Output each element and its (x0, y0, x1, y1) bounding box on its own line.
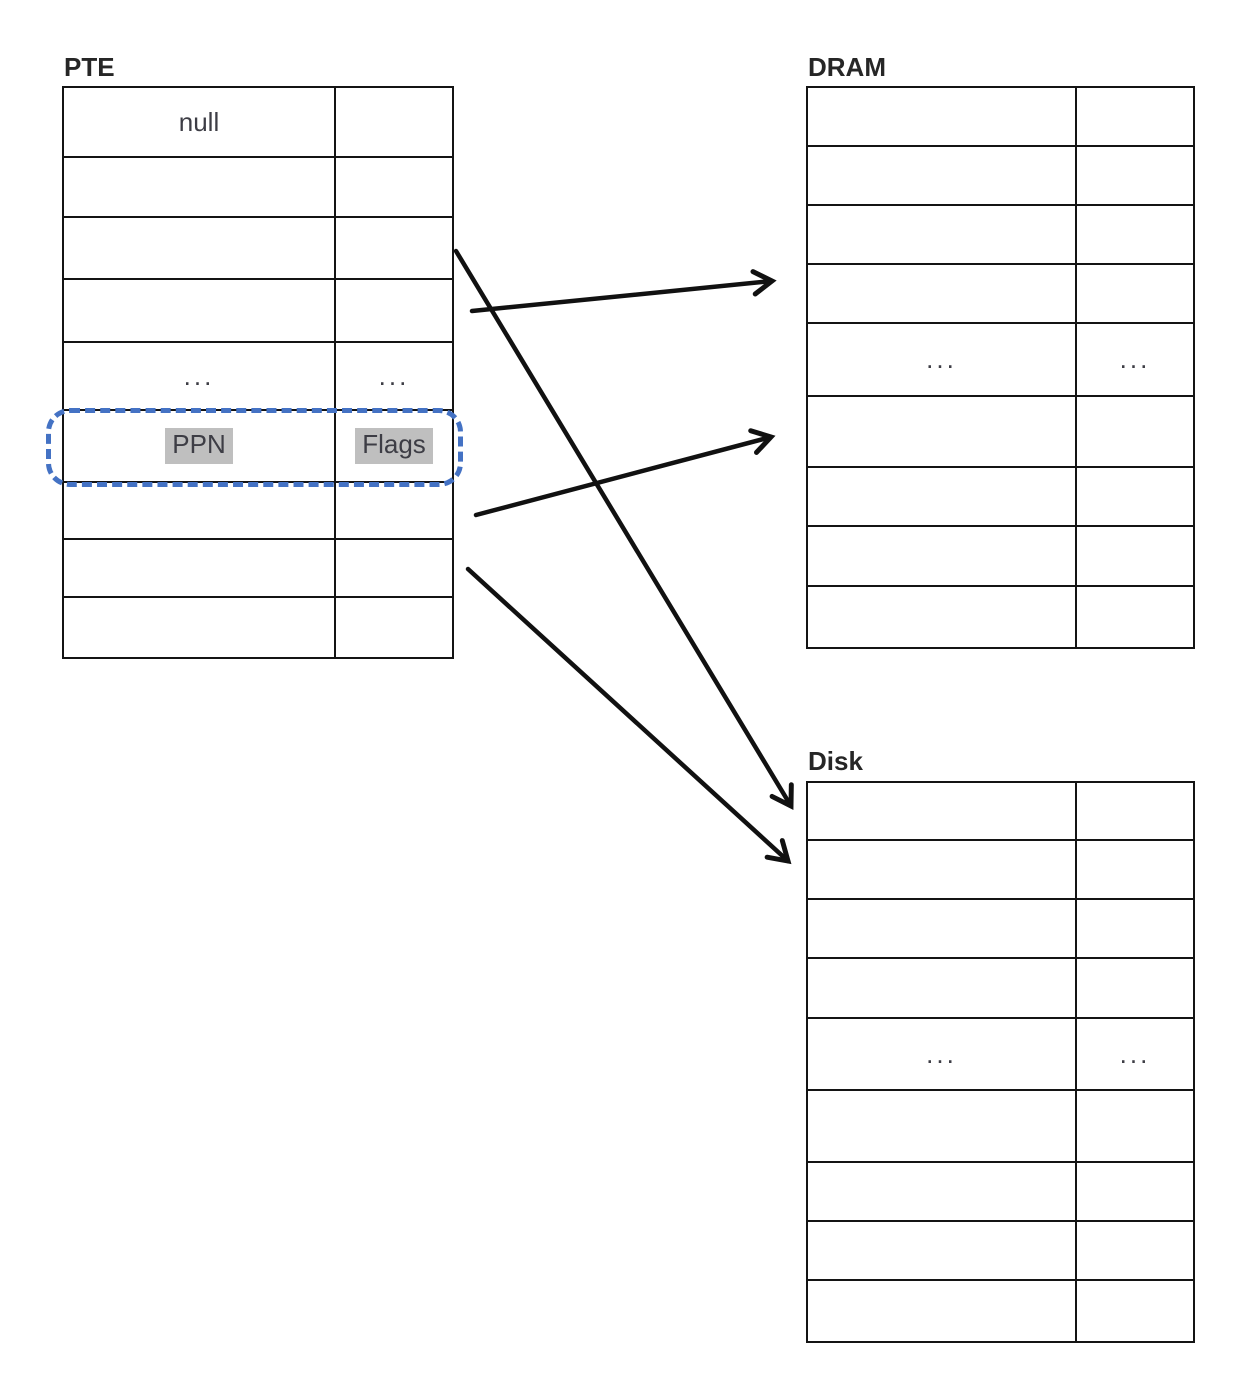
disk-cell-ellipsis: ... (808, 1019, 1077, 1091)
pte-cell (64, 218, 336, 280)
pte-cell (64, 540, 336, 598)
disk-cell (1077, 1222, 1193, 1281)
disk-cell (808, 959, 1077, 1019)
disk-cell (808, 783, 1077, 841)
dram-table: ... ... (806, 86, 1195, 649)
pte-cell (336, 280, 452, 343)
disk-cell (808, 1281, 1077, 1341)
disk-label: Disk (808, 746, 863, 776)
pte-cell (64, 483, 336, 540)
dram-cell-ellipsis: ... (808, 324, 1077, 397)
disk-cell (1077, 783, 1193, 841)
disk-cell (808, 841, 1077, 900)
pte-cell (336, 88, 452, 158)
disk-cell (808, 900, 1077, 959)
arrow-pte-row8-to-disk-row2 (465, 566, 792, 865)
dram-cell (808, 397, 1077, 468)
dram-cell-ellipsis: ... (1077, 324, 1193, 397)
disk-cell (808, 1222, 1077, 1281)
pte-cell-ppn: PPN (64, 411, 336, 483)
dram-cell (1077, 587, 1193, 647)
dram-cell (1077, 206, 1193, 265)
dram-cell (1077, 147, 1193, 206)
pte-cell-ellipsis: ... (64, 343, 336, 411)
dram-cell (808, 88, 1077, 147)
dram-cell (1077, 88, 1193, 147)
disk-cell (1077, 900, 1193, 959)
dram-cell (1077, 527, 1193, 587)
pte-cell (64, 280, 336, 343)
pte-cell (64, 158, 336, 218)
pte-cell (336, 483, 452, 540)
dram-cell (808, 587, 1077, 647)
pte-cell (64, 598, 336, 657)
disk-table: ... ... (806, 781, 1195, 1343)
pte-cell (336, 218, 452, 280)
disk-cell (1077, 1091, 1193, 1163)
dram-cell (808, 468, 1077, 527)
disk-cell (808, 1091, 1077, 1163)
arrow-pte-row4-to-dram-row4 (469, 269, 777, 314)
dram-cell (1077, 265, 1193, 324)
disk-cell (1077, 1163, 1193, 1222)
dram-cell (808, 527, 1077, 587)
dram-cell (808, 147, 1077, 206)
disk-cell (808, 1163, 1077, 1222)
arrow-pte-row3-to-disk-row1 (453, 248, 794, 810)
arrow-pte-row7-to-dram-row6 (473, 428, 776, 518)
pte-cell-ellipsis: ... (336, 343, 452, 411)
disk-cell (1077, 1281, 1193, 1341)
pte-cell-flags: Flags (336, 411, 452, 483)
dram-cell (1077, 468, 1193, 527)
pte-label: PTE (64, 52, 115, 82)
disk-cell-ellipsis: ... (1077, 1019, 1193, 1091)
pte-cell (336, 158, 452, 218)
pte-cell (336, 598, 452, 657)
pte-cell (336, 540, 452, 598)
flags-highlight: Flags (355, 428, 433, 464)
pte-cell-null: null (64, 88, 336, 158)
dram-cell (1077, 397, 1193, 468)
disk-cell (1077, 959, 1193, 1019)
ppn-highlight: PPN (165, 428, 233, 464)
dram-cell (808, 265, 1077, 324)
pte-table: null ... ... PPN Flags (62, 86, 454, 659)
dram-label: DRAM (808, 52, 886, 82)
dram-cell (808, 206, 1077, 265)
disk-cell (1077, 841, 1193, 900)
